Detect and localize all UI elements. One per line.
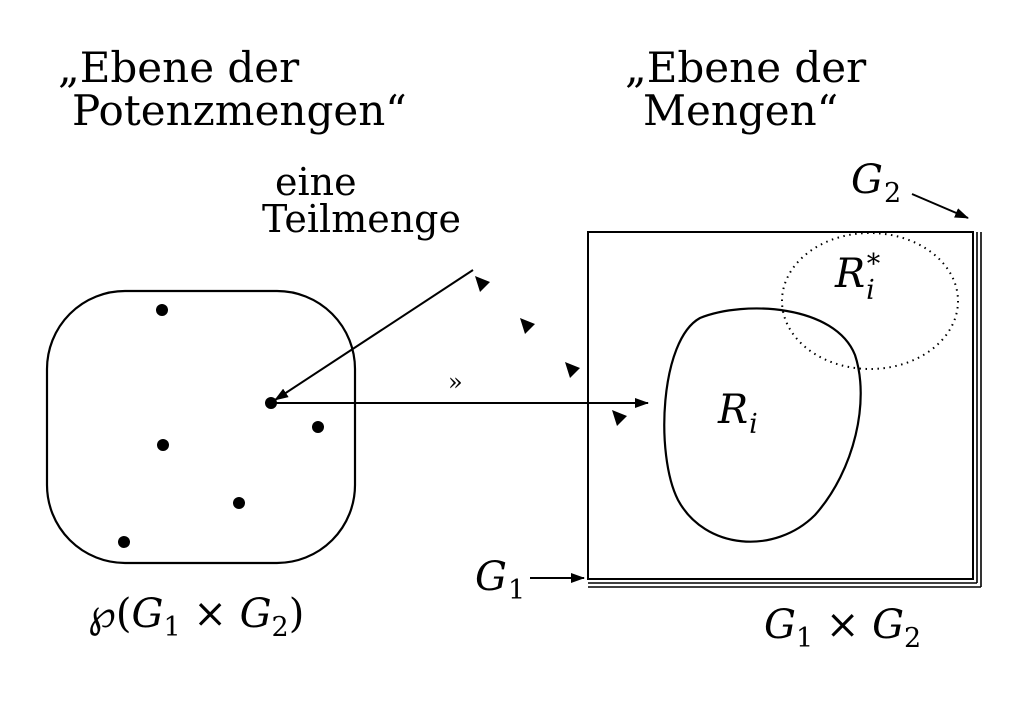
powerset-element — [157, 439, 169, 451]
powerset-g1-sub: 1 — [163, 612, 180, 643]
g2-pointer-arrow — [911, 193, 969, 219]
ri-star-letter: R — [834, 251, 865, 297]
arrow-tip — [520, 318, 535, 334]
g2-subscript: 2 — [884, 178, 901, 209]
powerset-g2: G — [240, 591, 272, 637]
powerset-element — [156, 304, 168, 316]
powerset-symbol: ℘ — [88, 591, 116, 637]
relation-ri-star-region — [781, 232, 959, 370]
product-g2: G — [872, 602, 904, 648]
powerset-element — [312, 421, 324, 433]
g1-letter: G — [475, 554, 507, 600]
product-g1: G — [764, 602, 796, 648]
mapping-arrow-mark: » — [448, 368, 463, 396]
g1-axis-label: G1 — [475, 554, 525, 606]
g2-axis-label: G2 — [851, 157, 901, 209]
g1-subscript: 1 — [508, 575, 525, 606]
relation-ri-label: Ri — [717, 387, 758, 440]
arrow-tip — [475, 276, 490, 292]
heading-powerset-level-line2: Potenzmengen“ — [72, 86, 407, 135]
arrow-tip — [612, 410, 627, 426]
powerset-g2-sub: 2 — [272, 612, 289, 643]
subset-note-line2: Teilmenge — [262, 197, 461, 241]
powerset-close-paren: ) — [289, 591, 305, 637]
product-set-label: G1 × G2 — [764, 602, 921, 654]
ri-subscript: i — [749, 409, 758, 440]
powerset-times: × — [181, 591, 240, 637]
ri-letter: R — [717, 387, 748, 433]
relation-ri-region — [663, 307, 862, 543]
product-g1-sub: 1 — [796, 623, 813, 654]
powerset-element — [118, 536, 130, 548]
powerset-open-paren: ( — [116, 591, 132, 637]
ri-star-subscript: i — [866, 275, 875, 306]
dashed-arrow-trail — [475, 276, 627, 426]
subset-pointer-arrow — [274, 269, 474, 401]
product-g2-sub: 2 — [904, 623, 921, 654]
relation-ri-star-label: Ri* — [834, 249, 881, 306]
arrow-tip — [565, 362, 580, 378]
powerset-element — [233, 497, 245, 509]
powerset-g1: G — [132, 591, 164, 637]
ri-star-superscript: * — [867, 249, 881, 280]
product-times: × — [813, 602, 872, 648]
heading-set-level-line2: Mengen“ — [643, 86, 838, 135]
powerset-region — [45, 289, 357, 565]
heading-powerset-level-line1: „Ebene der — [58, 43, 300, 92]
powerset-label: ℘(G1 × G2) — [88, 591, 304, 643]
powerset-element-selected — [265, 397, 277, 409]
product-set-region — [587, 231, 974, 580]
heading-set-level-line1: „Ebene der — [625, 43, 867, 92]
g2-letter: G — [851, 157, 883, 203]
subset-note-line1: eine — [275, 160, 357, 204]
